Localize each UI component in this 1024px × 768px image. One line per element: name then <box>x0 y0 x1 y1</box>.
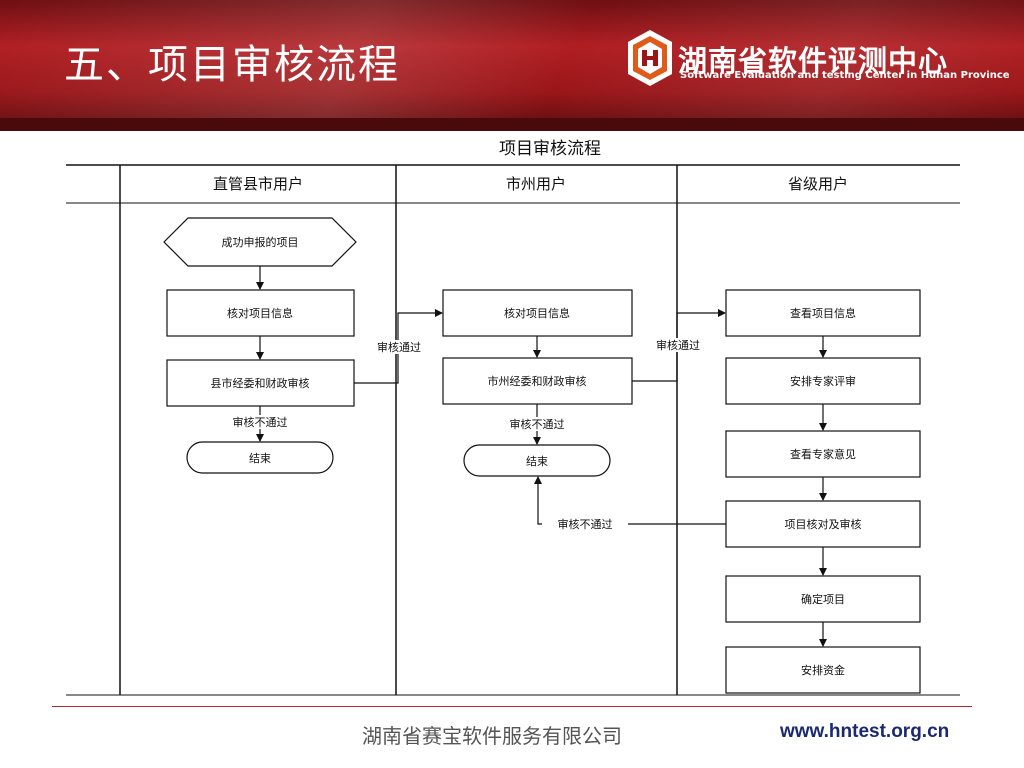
logo-name: 湖南省软件评测中心 <box>678 44 949 78</box>
start-node <box>163 217 357 267</box>
prov-view-box <box>725 289 921 337</box>
county-check-label: 核对项目信息 <box>227 306 293 320</box>
footer-company: 湖南省赛宝软件服务有限公司 <box>362 724 622 748</box>
lane-header-city: 市州用户 <box>506 175 566 193</box>
lane-header-county: 直管县市用户 <box>213 175 303 193</box>
footer-divider <box>52 706 972 707</box>
prov-fail-label: 审核不通过 <box>558 517 613 531</box>
prov-fund-box <box>725 646 921 694</box>
header-sheen <box>0 0 1024 131</box>
slide-title: 五、项目审核流程 <box>64 42 400 88</box>
county-end-label: 结束 <box>249 452 271 465</box>
city-end-label: 结束 <box>526 455 548 468</box>
lane-header-province: 省级用户 <box>788 175 848 193</box>
swimlane-frame <box>66 164 960 696</box>
county-fail-label: 审核不通过 <box>233 415 288 429</box>
county-end-node <box>186 441 334 474</box>
city-check-box <box>442 289 633 337</box>
prov-verify-label: 项目核对及审核 <box>785 517 862 531</box>
logo-subtitle: Software Evaluation and testing Center i… <box>680 70 1010 81</box>
county-review-label: 县市经委和财政审核 <box>211 376 310 390</box>
city-check-label: 核对项目信息 <box>504 306 570 320</box>
prov-opinion-label: 查看专家意见 <box>790 447 856 461</box>
city-fail-label: 审核不通过 <box>510 417 565 431</box>
county-check-box <box>166 289 355 337</box>
logo-hexagon-icon <box>628 30 672 86</box>
slide-header <box>0 0 1024 131</box>
city-pass-label: 审核通过 <box>656 338 700 352</box>
footer-url: www.hntest.org.cn <box>780 721 950 742</box>
header-band <box>0 118 1024 131</box>
county-review-box <box>166 359 355 407</box>
prov-view-label: 查看项目信息 <box>790 306 856 320</box>
prov-fund-label: 安排资金 <box>801 663 845 677</box>
city-review-label: 市州经委和财政审核 <box>488 374 587 388</box>
flowchart: 项目审核流程 直管县市用户 市州用户 省级用户 成功申报的项目 核对项目信息 县… <box>66 139 960 696</box>
prov-expert-box <box>725 357 921 405</box>
diagram-title: 项目审核流程 <box>499 139 601 159</box>
prov-expert-label: 安排专家评审 <box>790 374 856 388</box>
county-pass-label: 审核通过 <box>377 340 421 354</box>
prov-confirm-label: 确定项目 <box>801 592 845 606</box>
start-node-label: 成功申报的项目 <box>222 235 299 249</box>
prov-opinion-box <box>725 430 921 478</box>
